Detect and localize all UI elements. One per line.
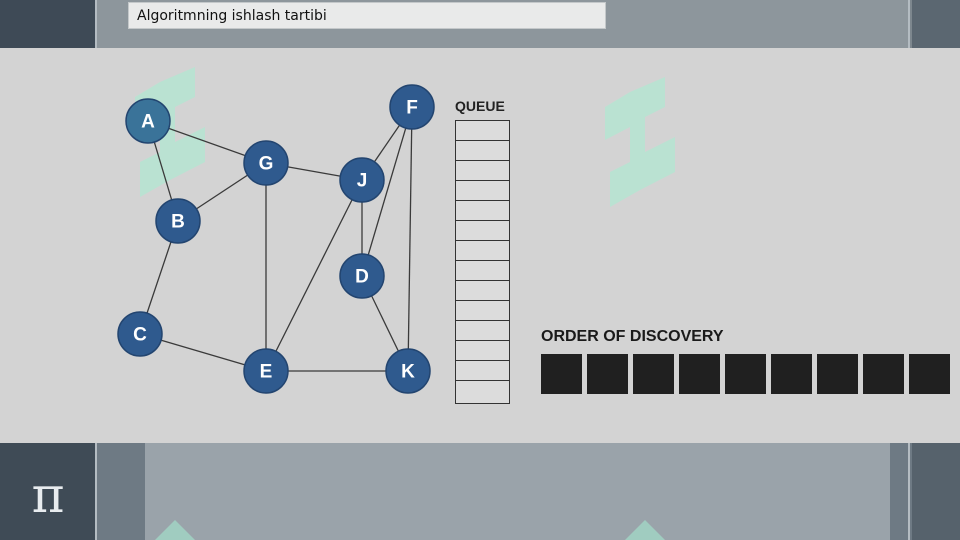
queue-slot bbox=[456, 121, 509, 141]
graph-node-k: K bbox=[385, 348, 431, 394]
watermark-logo-icon bbox=[605, 77, 675, 207]
frame-divider bbox=[95, 0, 97, 48]
frame-divider bbox=[908, 0, 910, 48]
queue-box bbox=[455, 120, 510, 404]
order-slot bbox=[863, 354, 904, 394]
graph-node-label: F bbox=[406, 98, 418, 119]
graph-node-j: J bbox=[339, 157, 385, 203]
top-left-panel bbox=[0, 0, 95, 48]
queue-slot bbox=[456, 361, 509, 381]
watermark-logo-icon bbox=[155, 520, 195, 540]
graph-node-label: B bbox=[171, 212, 185, 233]
queue-slot bbox=[456, 241, 509, 261]
order-slot bbox=[541, 354, 582, 394]
graph-node-label: G bbox=[259, 154, 274, 175]
graph-edge-j-e bbox=[265, 179, 363, 372]
graph-node-label: C bbox=[133, 325, 147, 346]
watermark-logo-icon bbox=[625, 520, 665, 540]
graph-node-f: F bbox=[389, 84, 435, 130]
bottom-left-panel bbox=[0, 443, 95, 540]
graph-node-label: K bbox=[401, 362, 415, 383]
queue-slot bbox=[456, 201, 509, 221]
queue-label: QUEUE bbox=[455, 98, 505, 114]
order-slot bbox=[909, 354, 950, 394]
graph-node-d: D bbox=[339, 253, 385, 299]
order-slot bbox=[679, 354, 720, 394]
queue-slot bbox=[456, 181, 509, 201]
queue-slot bbox=[456, 261, 509, 281]
graph-node-label: E bbox=[260, 362, 273, 383]
lesson-title: Algoritmning ishlash tartibi bbox=[128, 2, 606, 29]
graph-node-b: B bbox=[155, 198, 201, 244]
order-of-discovery-boxes bbox=[541, 354, 950, 394]
queue-slot bbox=[456, 221, 509, 241]
graph-edge-f-d bbox=[361, 106, 413, 277]
queue-slot bbox=[456, 341, 509, 361]
bottom-frame bbox=[0, 443, 960, 540]
graph-node-g: G bbox=[243, 140, 289, 186]
graph-node-a: A bbox=[125, 98, 171, 144]
graph-node-label: J bbox=[357, 171, 368, 192]
frame-divider bbox=[95, 443, 97, 540]
queue-slot bbox=[456, 381, 509, 401]
queue-slot bbox=[456, 281, 509, 301]
graph-edge-f-k bbox=[407, 106, 413, 372]
order-slot bbox=[633, 354, 674, 394]
graph-node-label: A bbox=[141, 112, 155, 133]
bottom-right-panel bbox=[912, 443, 960, 540]
bottom-center-panel bbox=[145, 443, 890, 540]
queue-slot bbox=[456, 141, 509, 161]
top-right-panel bbox=[912, 0, 960, 48]
order-of-discovery-label: ORDER OF DISCOVERY bbox=[541, 328, 724, 345]
queue-slot bbox=[456, 321, 509, 341]
frame-divider bbox=[908, 443, 910, 540]
order-slot bbox=[771, 354, 812, 394]
queue-slot bbox=[456, 161, 509, 181]
graph-node-c: C bbox=[117, 311, 163, 357]
graph-node-label: D bbox=[355, 267, 369, 288]
pi-logo-icon: π bbox=[31, 466, 65, 524]
order-slot bbox=[587, 354, 628, 394]
order-slot bbox=[817, 354, 858, 394]
order-slot bbox=[725, 354, 766, 394]
graph-node-e: E bbox=[243, 348, 289, 394]
queue-slot bbox=[456, 301, 509, 321]
